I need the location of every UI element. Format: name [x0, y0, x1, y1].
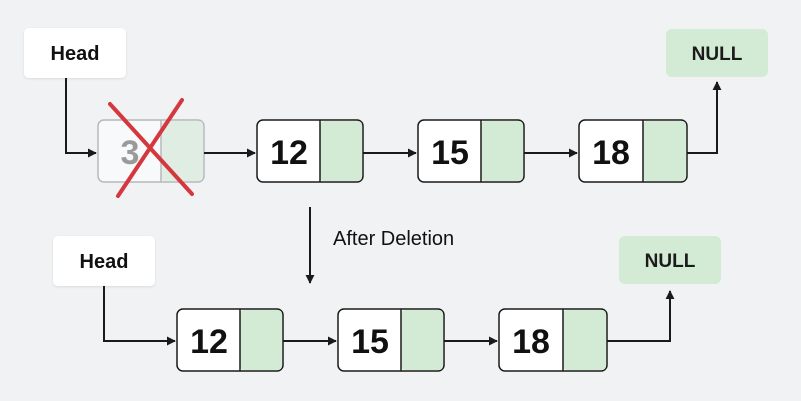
- list-node-before-3: 18: [578, 119, 688, 183]
- after-list: Head 12 15 18 NULL: [53, 236, 721, 372]
- null-label-after: NULL: [645, 251, 696, 272]
- node-value: 12: [190, 323, 228, 361]
- node-value: 15: [351, 323, 389, 361]
- transition: After Deletion: [305, 207, 454, 284]
- null-pointer-arrow-before: [687, 81, 722, 154]
- list-node-before-1: 12: [256, 119, 364, 183]
- node-value: 18: [592, 134, 630, 172]
- null-box-before: NULL: [666, 29, 768, 77]
- list-node-after-0: 12: [176, 308, 284, 372]
- node-value: 12: [270, 134, 308, 172]
- null-box-after: NULL: [619, 236, 721, 284]
- head-box-before: Head: [24, 28, 126, 78]
- null-label-before: NULL: [692, 44, 743, 65]
- node-value-deleted: 3: [121, 134, 140, 172]
- list-node-before-2: 15: [417, 119, 525, 183]
- head-label-after: Head: [80, 251, 129, 273]
- after-deletion-caption: After Deletion: [333, 228, 454, 250]
- before-list: Head 3 12 15: [24, 28, 768, 198]
- list-node-after-1: 15: [337, 308, 445, 372]
- head-label-before: Head: [51, 43, 100, 65]
- list-node-after-2: 18: [498, 308, 608, 372]
- node-value: 18: [512, 323, 550, 361]
- null-pointer-arrow-after: [607, 290, 675, 342]
- head-pointer-arrow-before: [65, 78, 97, 158]
- delete-cross-icon: [108, 98, 194, 198]
- head-pointer-arrow-after: [103, 286, 176, 346]
- node-value: 15: [431, 134, 469, 172]
- head-box-after: Head: [53, 236, 155, 286]
